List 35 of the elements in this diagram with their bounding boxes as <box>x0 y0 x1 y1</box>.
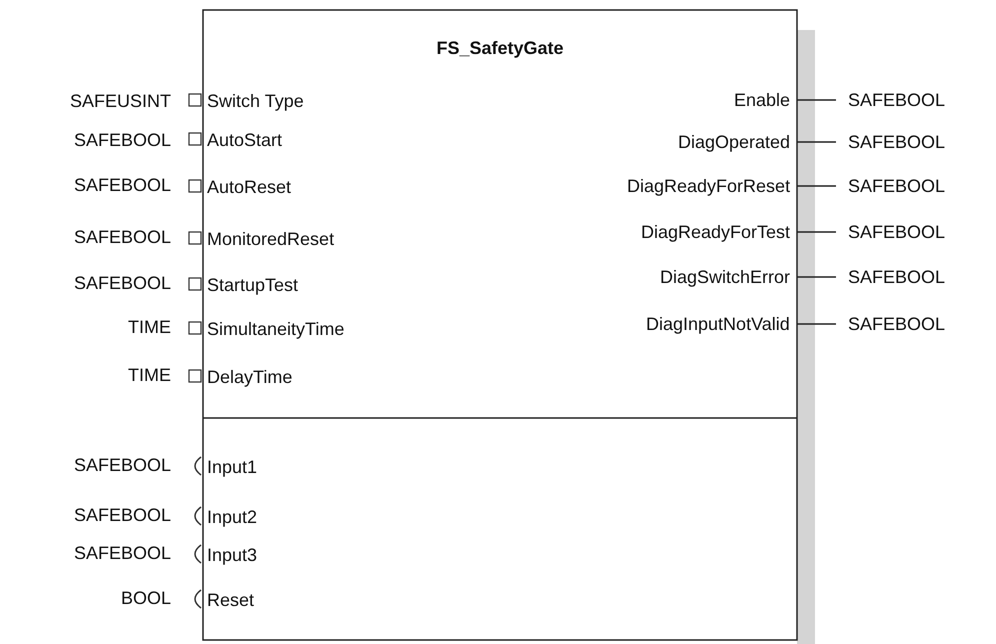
data-type-label: SAFEBOOL <box>74 272 172 294</box>
input-pin-name: Input1 <box>207 456 258 478</box>
output-pin-name: DiagReadyForTest <box>641 221 790 243</box>
input-pin-name: Input3 <box>207 544 258 566</box>
data-type-label: SAFEBOOL <box>74 542 172 564</box>
input-pin-name: AutoReset <box>207 176 292 198</box>
input-pin-name: DelayTime <box>207 366 292 388</box>
data-type-label: BOOL <box>121 587 172 609</box>
output-pin-name: DiagInputNotValid <box>646 313 790 335</box>
output-pin-name: Enable <box>734 89 790 111</box>
data-type-label: SAFEBOOL <box>74 504 172 526</box>
data-type-label: SAFEBOOL <box>74 129 172 151</box>
input-pin-name: Reset <box>207 589 254 611</box>
data-type-label: TIME <box>128 316 171 338</box>
data-type-label: SAFEBOOL <box>74 174 172 196</box>
input-pin-name: AutoStart <box>207 129 282 151</box>
data-type-label: SAFEBOOL <box>74 226 172 248</box>
input-pin-name: Input2 <box>207 506 258 528</box>
data-type-label: SAFEBOOL <box>848 131 946 153</box>
input-pin-name: SimultaneityTime <box>207 318 344 340</box>
data-type-label: SAFEUSINT <box>70 90 172 112</box>
input-pin-name: StartupTest <box>207 274 298 296</box>
input-pin-name: MonitoredReset <box>207 228 334 250</box>
data-type-label: SAFEBOOL <box>848 175 946 197</box>
data-type-label: SAFEBOOL <box>848 221 946 243</box>
data-type-label: SAFEBOOL <box>74 454 172 476</box>
data-type-label: SAFEBOOL <box>848 89 946 111</box>
block-title: FS_SafetyGate <box>436 37 564 59</box>
output-pin-name: DiagSwitchError <box>660 266 790 288</box>
output-pin-name: DiagReadyForReset <box>627 175 790 197</box>
output-pin-name: DiagOperated <box>678 131 790 153</box>
data-type-label: SAFEBOOL <box>848 266 946 288</box>
data-type-label: TIME <box>128 364 171 386</box>
input-pin-name: Switch Type <box>207 90 304 112</box>
data-type-label: SAFEBOOL <box>848 313 946 335</box>
